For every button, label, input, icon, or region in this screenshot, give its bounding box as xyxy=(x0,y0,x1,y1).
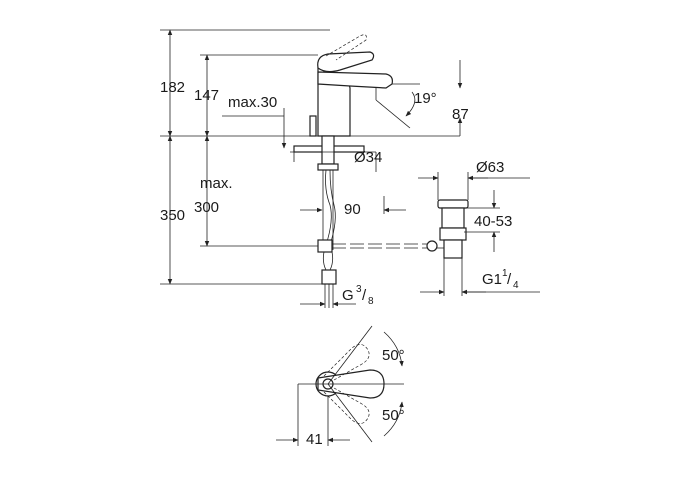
label-max: max. xyxy=(200,175,233,192)
label-max30: max.30 xyxy=(228,94,277,111)
svg-text:G: G xyxy=(342,287,354,304)
label-lever-angle-up: 50° xyxy=(382,347,405,364)
label-hole-diameter: Ø34 xyxy=(354,149,382,166)
label-waste-thread: G1 1 / 4 xyxy=(482,268,519,291)
label-depth-total: 350 xyxy=(160,207,185,224)
svg-text:3: 3 xyxy=(356,284,362,295)
dimension-labels: 182 147 max.30 19° 87 Ø34 max. 350 300 9… xyxy=(160,79,519,448)
spout-dimensions xyxy=(290,60,463,214)
faucet-plan-view xyxy=(276,325,404,446)
faucet-side-view xyxy=(309,34,393,137)
label-supply-thread: G 3 / 8 xyxy=(342,284,374,307)
label-rod-length: 90 xyxy=(344,201,361,218)
label-depth-max: 300 xyxy=(194,199,219,216)
svg-text:G1: G1 xyxy=(482,271,502,288)
vertical-dimensions xyxy=(160,29,330,285)
label-spout-reach: 87 xyxy=(452,106,469,123)
svg-text:/: / xyxy=(507,271,512,288)
label-total-height: 182 xyxy=(160,79,185,96)
label-waste-range: 40-53 xyxy=(474,213,512,230)
svg-text:/: / xyxy=(362,287,367,304)
label-spout-height: 147 xyxy=(194,87,219,104)
label-lever-angle-down: 50° xyxy=(382,407,405,424)
svg-text:4: 4 xyxy=(513,280,519,291)
mounting-assembly xyxy=(293,135,430,308)
label-waste-diameter: Ø63 xyxy=(476,159,504,176)
svg-text:8: 8 xyxy=(368,296,374,307)
waste-dimensions xyxy=(418,172,540,296)
svg-text:1: 1 xyxy=(502,268,508,279)
label-plan-width: 41 xyxy=(306,431,323,448)
label-lever-angle: 19° xyxy=(414,90,437,107)
popup-waste xyxy=(426,199,469,259)
